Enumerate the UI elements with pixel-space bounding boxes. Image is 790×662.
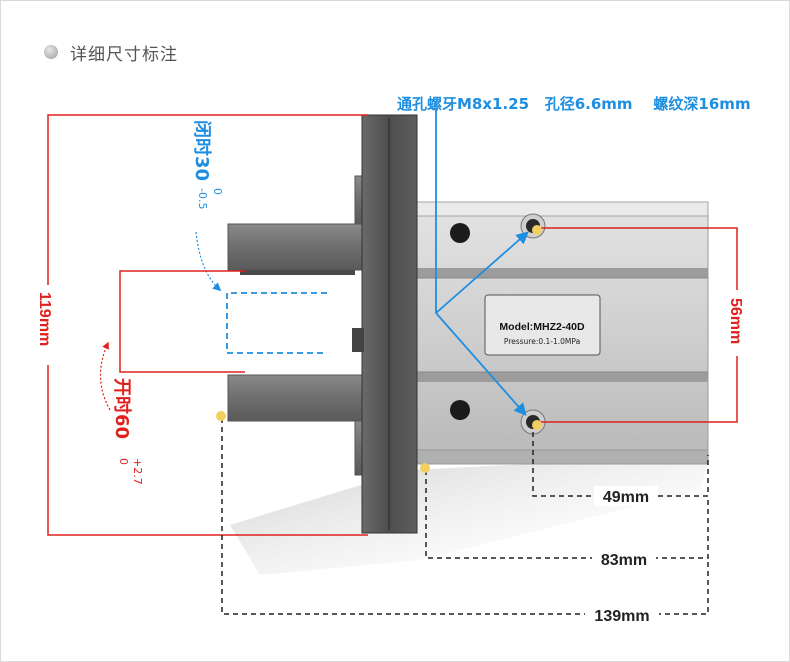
nameplate-pressure: Pressure:0.1-1.0MPa <box>504 337 580 346</box>
bullet-dot-icon <box>44 45 58 59</box>
closed-indicator-arrow <box>195 231 222 292</box>
callout-arrow-lower <box>435 312 527 416</box>
callout-arrow-upper <box>435 231 529 314</box>
closed-dimension-label: 闭时30 <box>191 120 213 181</box>
reference-dot <box>216 411 226 421</box>
closed-tolerance-upper: 0 <box>211 188 224 195</box>
reference-dot <box>532 225 542 235</box>
nameplate: Model:MHZ2-40D Pressure:0.1-1.0MPa <box>484 294 601 356</box>
open-tolerance-upper: +2.7 <box>131 458 144 485</box>
section-header: 详细尺寸标注 <box>44 40 178 65</box>
open-indicator-arrow <box>99 341 111 411</box>
closed-tolerance-lower: -0.5 <box>196 188 209 209</box>
hole-spacing-value: 56mm <box>727 298 744 344</box>
dimension-49: 49mm <box>603 489 649 506</box>
dimension-139: 139mm <box>594 608 649 625</box>
mount-hole-lower <box>450 400 470 420</box>
open-tolerance-lower: 0 <box>117 458 130 465</box>
reference-dot <box>420 463 430 473</box>
floor-shadow <box>230 455 710 575</box>
mount-hole-upper <box>450 223 470 243</box>
open-dimension-label: 开时60 <box>111 378 132 439</box>
thread-spec-note: 通孔螺牙M8x1.25 孔径6.6mm 螺纹深16mm <box>397 95 751 113</box>
section-title: 详细尺寸标注 <box>70 44 178 65</box>
closed-position-outline <box>226 292 327 354</box>
height-dimension-value: 119mm <box>36 292 53 346</box>
nameplate-model: Model:MHZ2-40D <box>499 321 585 333</box>
bottom-dimension-lines <box>221 418 709 615</box>
end-plate <box>352 114 418 534</box>
dimension-83: 83mm <box>601 552 647 569</box>
cylinder-body <box>411 201 709 465</box>
open-position-bracket <box>119 270 245 373</box>
reference-dot <box>532 420 542 430</box>
